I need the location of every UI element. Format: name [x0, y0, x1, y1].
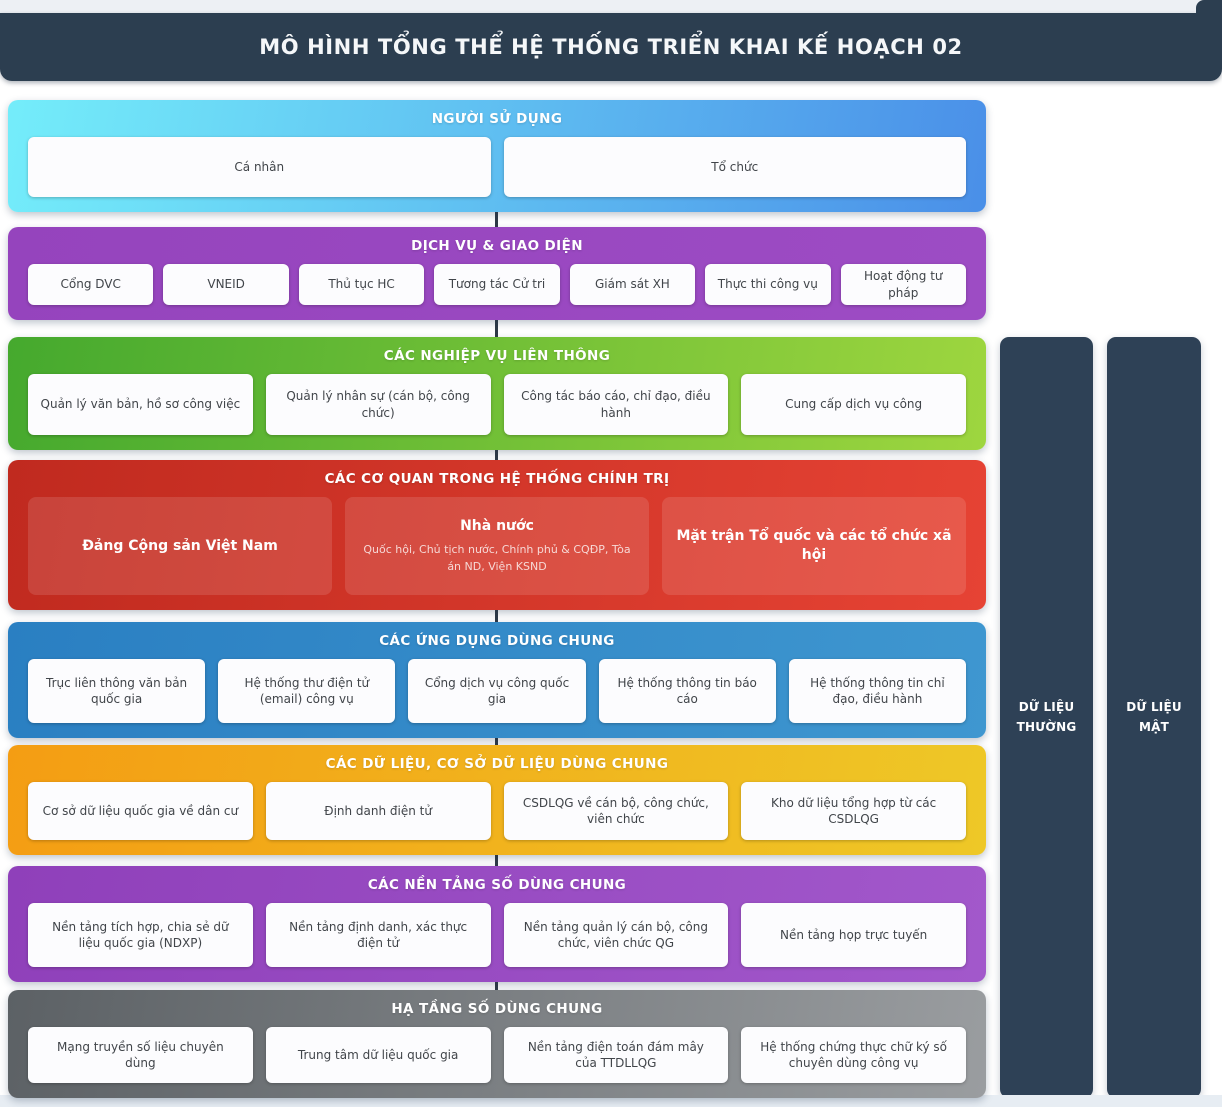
layer-item: Trục liên thông văn bản quốc gia — [28, 659, 206, 723]
layer-item: Cung cấp dịch vụ công — [741, 374, 966, 435]
layer-title: HẠ TẦNG SỐ DÙNG CHUNG — [391, 1001, 603, 1017]
layer-item: Nền tảng họp trực tuyến — [741, 903, 966, 967]
layer-item: Mặt trận Tổ quốc và các tổ chức xã hội — [662, 497, 966, 595]
layer-item: Tổ chức — [503, 137, 966, 197]
layer-item: Nền tảng tích hợp, chia sẻ dữ liệu quốc … — [28, 903, 253, 967]
layer-item: Thực thi công vụ — [705, 264, 831, 305]
layer-item: Thủ tục HC — [298, 264, 425, 305]
layer-title: DỊCH VỤ & GIAO DIỆN — [411, 238, 583, 254]
layer-item: Trung tâm dữ liệu quốc gia — [265, 1027, 491, 1083]
layer-item: Hệ thống chứng thực chữ ký số chuyên dùn… — [741, 1027, 966, 1083]
layer-item: Tương tác Cử tri — [434, 264, 560, 305]
layer-agencies: CÁC CƠ QUAN TRONG HỆ THỐNG CHÍNH TRỊ Đảng… — [8, 460, 986, 610]
layer-item: Hệ thống thông tin báo cáo — [598, 659, 776, 723]
layer-title: CÁC ỨNG DỤNG DÙNG CHUNG — [379, 633, 615, 649]
layer-item: Định danh điện tử — [265, 782, 491, 840]
layer-item: Cá nhân — [28, 137, 491, 197]
layer-infrastructure: HẠ TẦNG SỐ DÙNG CHUNG Mạng truyền số liệu… — [8, 990, 986, 1098]
layer-business: CÁC NGHIỆP VỤ LIÊN THÔNG Quản lý văn bản,… — [8, 337, 986, 450]
layer-apps: CÁC ỨNG DỤNG DÙNG CHUNG Trục liên thông v… — [8, 622, 986, 738]
layer-title: CÁC NỀN TẢNG SỐ DÙNG CHUNG — [367, 877, 627, 893]
layer-item: Kho dữ liệu tổng hợp từ các CSDLQG — [741, 782, 966, 840]
item-subtitle: Quốc hội, Chủ tịch nước, Chính phủ & CQĐ… — [363, 543, 631, 573]
layer-item: Quản lý nhân sự (cán bộ, công chức) — [265, 374, 491, 435]
layer-item: Nền tảng định danh, xác thực điện tử — [265, 903, 491, 967]
layer-item: Nền tảng quản lý cán bộ, công chức, viên… — [503, 903, 729, 967]
side-column-label: DỮ LIỆU THƯỜNG — [1016, 700, 1077, 734]
diagram-header: MÔ HÌNH TỔNG THỂ HỆ THỐNG TRIỂN KHAI KẾ … — [0, 0, 1222, 81]
layer-item: Cổng dịch vụ công quốc gia — [408, 659, 586, 723]
layer-title: CÁC DỮ LIỆU, CƠ SỞ DỮ LIỆU DÙNG CHUNG — [325, 756, 669, 772]
bottom-strip — [0, 1095, 1222, 1107]
layer-title: CÁC NGHIỆP VỤ LIÊN THÔNG — [383, 348, 611, 364]
item-title: Đảng Cộng sản Việt Nam — [82, 537, 278, 554]
layer-item: Mạng truyền số liệu chuyên dùng — [28, 1027, 253, 1083]
side-column-label: DỮ LIỆU MẬT — [1126, 700, 1182, 734]
layer-item: Đảng Cộng sản Việt Nam — [28, 497, 332, 595]
item-title: Mặt trận Tổ quốc và các tổ chức xã hội — [676, 528, 952, 563]
layer-item: Công tác báo cáo, chỉ đạo, điều hành — [503, 374, 729, 435]
layer-title: NGƯỜI SỬ DỤNG — [431, 111, 563, 127]
top-strip — [0, 0, 1222, 13]
layer-item: Quản lý văn bản, hồ sơ công việc — [28, 374, 253, 435]
layer-items: Nền tảng tích hợp, chia sẻ dữ liệu quốc … — [28, 903, 966, 967]
layer-item: Hoạt động tư pháp — [840, 264, 966, 305]
side-column-secret-data: DỮ LIỆU MẬT — [1107, 337, 1201, 1098]
layer-item: Giám sát XH — [569, 264, 696, 305]
layer-platforms: CÁC NỀN TẢNG SỐ DÙNG CHUNG Nền tảng tích … — [8, 866, 986, 982]
layer-item: CSDLQG về cán bộ, công chức, viên chức — [503, 782, 729, 840]
layer-item: VNEID — [163, 264, 289, 305]
layer-item: Nền tảng điện toán đám mây của TTDLLQG — [503, 1027, 729, 1083]
layer-title: CÁC CƠ QUAN TRONG HỆ THỐNG CHÍNH TRỊ — [324, 471, 670, 487]
header-corner — [1196, 0, 1222, 14]
diagram-title: MÔ HÌNH TỔNG THỂ HỆ THỐNG TRIỂN KHAI KẾ … — [259, 35, 963, 59]
item-title: Nhà nước — [460, 517, 534, 534]
layer-item: Hệ thống thư điện tử (email) công vụ — [218, 659, 396, 723]
layer-item: Cơ sở dữ liệu quốc gia về dân cư — [28, 782, 253, 840]
layer-data: CÁC DỮ LIỆU, CƠ SỞ DỮ LIỆU DÙNG CHUNG Cơ … — [8, 745, 986, 855]
layer-item: Hệ thống thông tin chỉ đạo, điều hành — [788, 659, 967, 723]
layer-item: Cổng DVC — [28, 264, 154, 305]
side-column-normal-data: DỮ LIỆU THƯỜNG — [1000, 337, 1093, 1098]
